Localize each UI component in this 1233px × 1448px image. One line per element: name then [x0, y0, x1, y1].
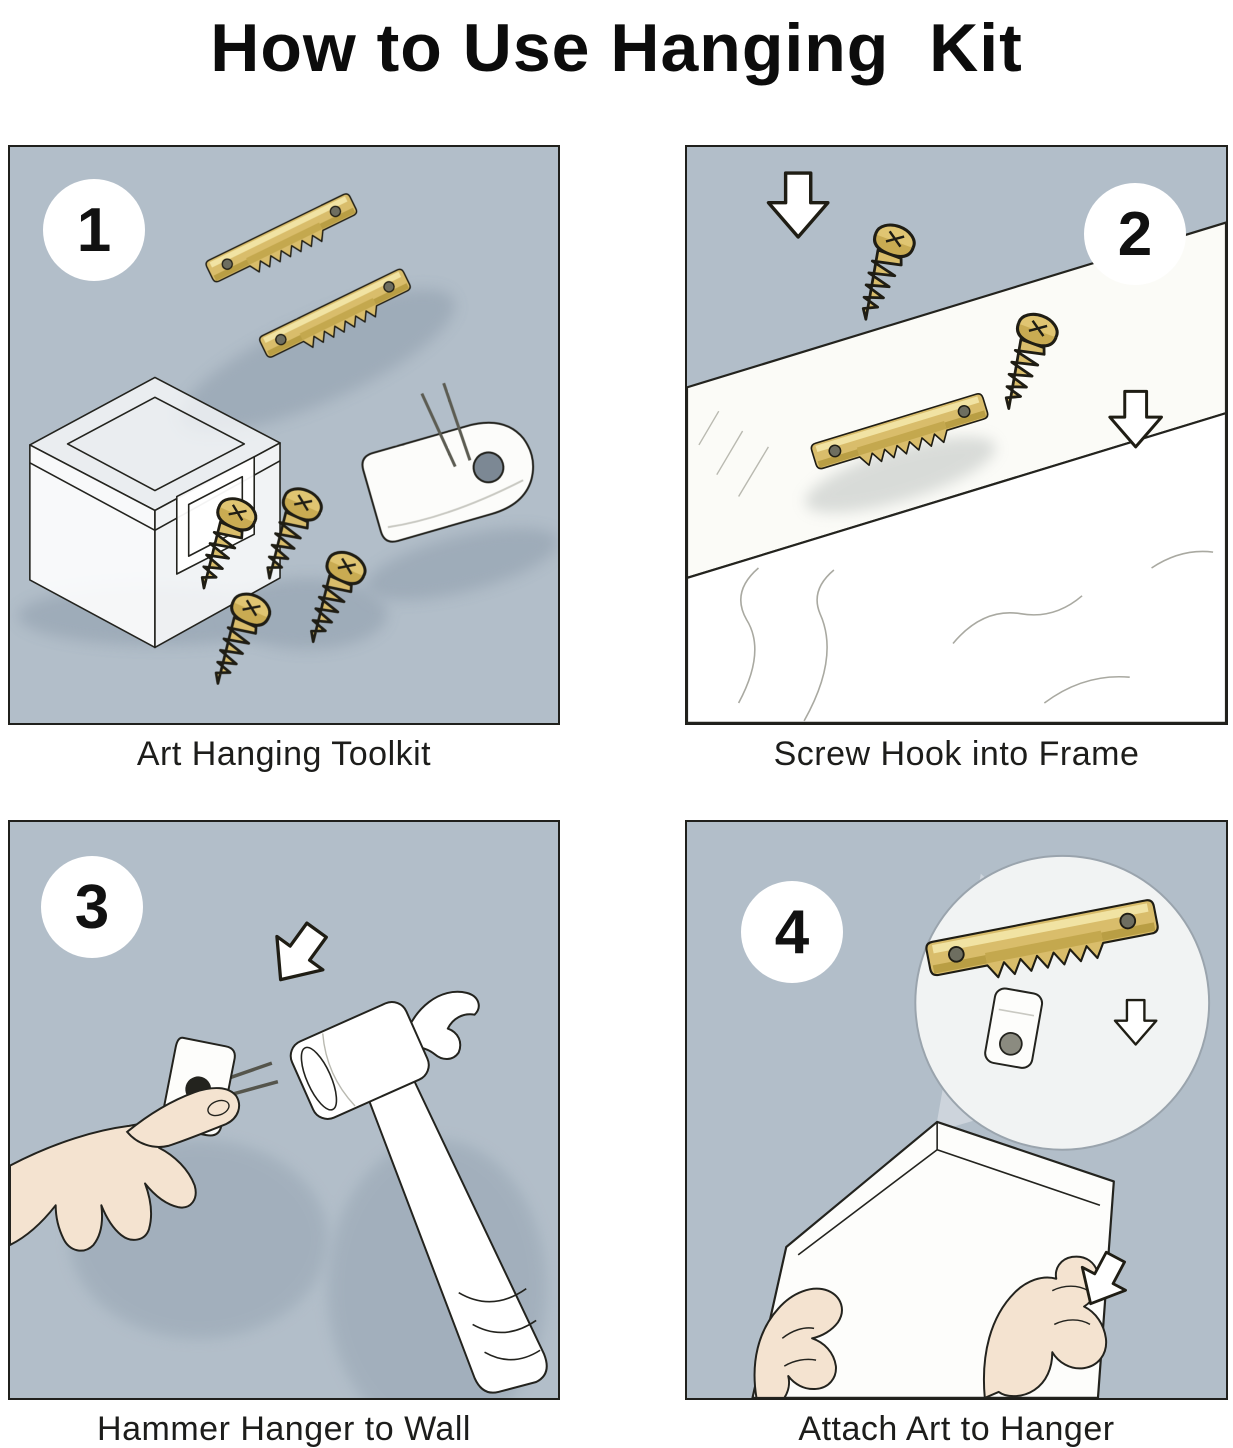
thumb-icon [125, 1087, 240, 1148]
panel-4-illustration [687, 822, 1226, 1398]
plastic-hook-icon [361, 382, 535, 543]
panel-step-2: 2 [685, 145, 1228, 725]
page-title: How to Use Hanging Kit [210, 10, 1023, 86]
zoom-circle [914, 854, 1211, 1151]
hammer-icon [289, 990, 548, 1394]
step-number-badge: 2 [1084, 183, 1186, 285]
right-hand-icon [983, 1255, 1108, 1398]
step-number-badge: 4 [741, 881, 843, 983]
panel-step-4: 4 [685, 820, 1228, 1400]
panel-3-illustration [10, 822, 558, 1398]
step-number-badge: 3 [41, 856, 143, 958]
panel-step-1: 1 [8, 145, 560, 725]
panel-1-illustration [10, 147, 558, 723]
step-number-badge: 1 [43, 179, 145, 281]
panel-1-caption: Art Hanging Toolkit [136, 735, 432, 773]
panel-step-3: 3 [8, 820, 560, 1400]
panel-2-caption: Screw Hook into Frame [773, 735, 1140, 773]
panel-3-caption: Hammer Hanger to Wall [97, 1410, 471, 1448]
hook-icon [984, 987, 1044, 1069]
left-hand-icon [753, 1287, 843, 1398]
panel-4-caption: Attach Art to Hanger [798, 1410, 1115, 1448]
